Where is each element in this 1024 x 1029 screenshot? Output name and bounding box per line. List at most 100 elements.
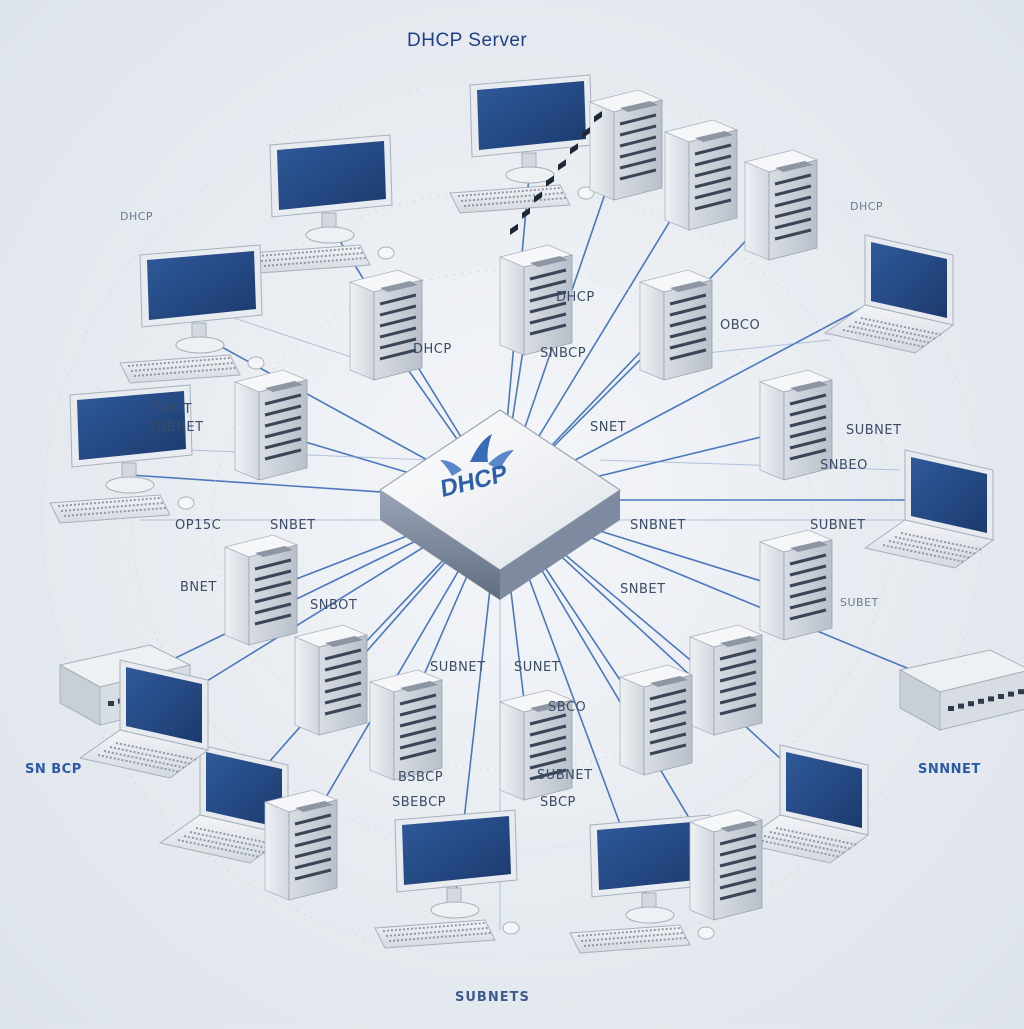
server-tower [498, 689, 574, 801]
drive-bay [264, 437, 302, 450]
monitor-base [625, 906, 675, 924]
subnet-label: DHCP [850, 200, 884, 213]
drive-bay [529, 724, 567, 737]
drive-bay [619, 135, 657, 148]
mouse [247, 356, 265, 370]
drive-bay [254, 613, 292, 626]
drive-bay [324, 681, 362, 694]
drive-bay [264, 393, 302, 406]
drive-bay [719, 844, 757, 857]
drive-bay [719, 703, 757, 716]
drive-bay [254, 580, 292, 593]
drive-bay [789, 404, 827, 417]
subnet-label: SNBEO [820, 458, 868, 473]
subnet-label: SBCP [540, 795, 576, 810]
monitor [249, 134, 395, 274]
drive-bay [264, 404, 302, 417]
subnet-label: SUNET [514, 660, 561, 675]
key-row [894, 536, 978, 555]
drive-bay [294, 813, 332, 826]
subnet-label: DHCP [120, 210, 154, 223]
subnet-label: SUBNET [148, 420, 204, 435]
switch-port [978, 698, 984, 704]
key-row [130, 362, 234, 372]
monitor-base [505, 166, 555, 184]
key-row [860, 317, 944, 336]
vent-grille [400, 681, 438, 692]
key-row [177, 839, 261, 858]
subnet-label: SUBET [840, 596, 879, 609]
drive-bay [264, 426, 302, 439]
keyboard [374, 919, 496, 949]
dhcp-server-hub[interactable] [378, 110, 622, 600]
laptop-screen [206, 752, 282, 828]
drive-bay [774, 173, 812, 186]
key-row [763, 835, 847, 854]
keyboard [119, 354, 241, 384]
drive-bay [694, 176, 732, 189]
drive-bay [719, 855, 757, 868]
key-row [882, 544, 966, 563]
server-tower [223, 534, 299, 646]
vent-grille [295, 801, 333, 812]
drive-bay [529, 268, 567, 281]
keyboard [49, 494, 171, 524]
hub-top [378, 409, 622, 571]
key-row [133, 367, 237, 377]
drive-bay [264, 448, 302, 461]
subnet-label: OBCO [720, 318, 761, 333]
hub-port [594, 110, 602, 123]
drive-bay [669, 348, 707, 361]
monitor-screen [597, 821, 706, 890]
drive-bay [254, 591, 292, 604]
drive-bay [399, 737, 437, 750]
drive-bay [619, 146, 657, 159]
hub-port [570, 143, 578, 155]
laptop [158, 744, 290, 864]
drive-bay [694, 165, 732, 178]
subnet-label: SNBCP [540, 346, 587, 361]
drive-bay [399, 748, 437, 761]
monitor-base [305, 226, 355, 244]
drive-bay [789, 575, 827, 588]
drive-bay [774, 206, 812, 219]
drive-bay [294, 868, 332, 881]
drive-bay [399, 726, 437, 739]
drive-bay [719, 888, 757, 901]
drive-bay [719, 692, 757, 705]
diagram-footer: SUBNETS [455, 990, 530, 1005]
drive-bay [619, 168, 657, 181]
drive-bay [669, 326, 707, 339]
key-row [257, 247, 361, 257]
vent-grille [380, 281, 418, 292]
drive-bay [254, 602, 292, 615]
monitor-base [430, 901, 480, 919]
server-tower [663, 119, 739, 231]
subnet-label: SUBNET [810, 518, 866, 533]
drive-bay [399, 704, 437, 717]
key-row [195, 827, 279, 846]
laptop-screen [786, 752, 862, 828]
diagram-title: DHCP Server [407, 30, 528, 51]
monitor [374, 809, 520, 949]
laptop [78, 659, 210, 779]
key-row [109, 746, 193, 765]
switch-port [958, 703, 964, 709]
drive-bay [789, 448, 827, 461]
devices [49, 74, 1024, 954]
drive-bay [694, 143, 732, 156]
key-row [388, 932, 492, 942]
vent-grille [695, 131, 733, 142]
server-side [664, 131, 690, 231]
drive-bay [719, 866, 757, 879]
drive-bay [789, 553, 827, 566]
hub-port [546, 175, 554, 187]
drive-bay [294, 857, 332, 870]
laptop [863, 449, 995, 569]
server-side [499, 256, 525, 356]
vent-grille [325, 636, 363, 647]
key-row [103, 750, 187, 769]
key-row [97, 754, 181, 773]
